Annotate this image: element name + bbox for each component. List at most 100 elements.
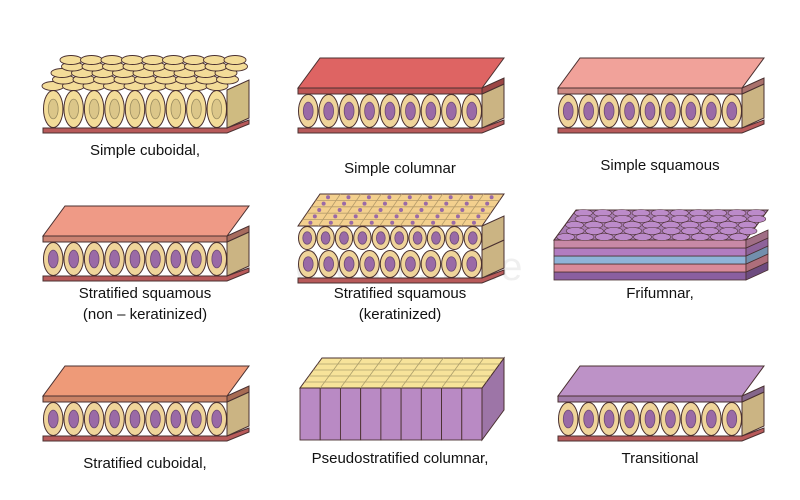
cell-row-nucleus: [665, 409, 676, 429]
apical-cell-top: [59, 55, 83, 65]
surface-nucleus: [382, 201, 387, 206]
column-cell: [339, 387, 362, 441]
tissue-illustration: [42, 365, 250, 442]
apical-cell-top: [141, 55, 165, 65]
apical-surface: [42, 365, 250, 397]
surface-nucleus: [387, 195, 392, 200]
cell-row-nucleus: [211, 98, 223, 120]
tissue-illustration: [297, 193, 505, 284]
surface-cell: [661, 227, 681, 235]
cell-row-nucleus: [109, 409, 120, 429]
grid-line: [421, 357, 444, 389]
surface-cell: [642, 227, 662, 235]
surface-nucleus: [342, 201, 347, 206]
surface-nucleus: [369, 220, 374, 225]
surface-cell: [594, 233, 614, 241]
cell-row-nucleus: [109, 249, 120, 269]
tissue-caption: Transitional: [530, 448, 790, 469]
cell-row-nucleus: [665, 101, 676, 121]
surface-nucleus: [346, 195, 351, 200]
tissue-layer: [553, 271, 747, 281]
cell-row-upper-nucleus: [394, 231, 405, 245]
tissue-illustration: [297, 57, 505, 134]
surface-nucleus: [444, 201, 449, 206]
cell-row-nucleus: [624, 101, 635, 121]
tissue-layer: [553, 239, 747, 249]
apical-edge: [557, 87, 743, 95]
cell-row-nucleus: [191, 98, 202, 120]
cell-row-nucleus: [68, 409, 79, 429]
surface-nucleus: [374, 214, 379, 219]
cell-row-nucleus: [150, 249, 161, 269]
cell-row-nucleus: [150, 98, 161, 120]
cell-row-nucleus: [211, 409, 223, 429]
cell-row-lower-nucleus: [446, 256, 457, 272]
cell-row-nucleus: [562, 101, 574, 121]
apical-cell-top: [223, 55, 247, 65]
apical-edge: [297, 87, 483, 95]
apical-surface: [42, 205, 250, 237]
surface-cell: [565, 227, 585, 235]
surface-nucleus: [480, 208, 485, 212]
cell-row-nucleus: [644, 101, 656, 121]
surface-nucleus: [485, 201, 490, 206]
cell-row-nucleus: [129, 249, 141, 269]
surface-nucleus: [471, 220, 476, 225]
surface-nucleus: [476, 214, 481, 219]
cell-row-nucleus: [603, 409, 615, 429]
surface-cell: [575, 233, 595, 241]
surface-nucleus: [464, 201, 469, 206]
cell-row-nucleus: [129, 98, 141, 120]
surface-cell: [652, 233, 672, 241]
grid-line: [399, 193, 423, 227]
surface-nucleus: [308, 220, 313, 225]
surface-cell: [623, 227, 643, 235]
grid-line: [379, 193, 403, 227]
surface-nucleus: [333, 214, 338, 219]
caption-line: Simple columnar: [344, 160, 456, 177]
tissue-illustration: [557, 365, 765, 442]
cell-row-upper-nucleus: [375, 231, 386, 245]
tissue-caption: Simple cuboidal,: [15, 140, 275, 161]
cell-row-nucleus: [685, 409, 697, 429]
cell-row-nucleus: [706, 101, 717, 121]
caption-line: Pseudostratified columnar,: [311, 450, 489, 467]
surface-cell: [604, 227, 623, 235]
apical-surface: [299, 357, 505, 389]
surface-nucleus: [415, 214, 420, 219]
tissue-panel-p1: Simple cuboidal,: [25, 32, 265, 159]
apical-surface: [557, 57, 765, 89]
surface-nucleus: [435, 214, 440, 219]
cell-row-nucleus: [384, 101, 396, 121]
apical-cell-top: [182, 55, 206, 65]
cell-row-upper-nucleus: [412, 231, 423, 245]
tissue-caption: Stratified squamous(non – keratinized): [15, 283, 275, 325]
apical-side: [226, 385, 250, 403]
cell-row-nucleus: [364, 101, 375, 121]
surface-nucleus: [460, 208, 465, 212]
cell-row-lower-nucleus: [343, 256, 355, 272]
surface-nucleus: [399, 208, 403, 212]
cell-row-nucleus: [624, 409, 635, 429]
surface-nucleus: [337, 208, 342, 212]
tissue-panel-p7: Stratified cuboidal,: [25, 340, 265, 472]
cell-row-nucleus: [47, 249, 59, 269]
surface-cell: [585, 227, 604, 235]
column-cell: [400, 387, 422, 441]
apical-edge: [42, 235, 228, 243]
surface-cell: [651, 215, 671, 223]
surface-nucleus: [378, 208, 383, 212]
cell-row-lower-nucleus: [466, 256, 478, 272]
cell-row-upper-nucleus: [431, 231, 441, 245]
tissue-caption: Stratified cuboidal,: [15, 453, 275, 474]
cell-row-nucleus: [191, 249, 202, 269]
tissue-layer: [553, 263, 747, 273]
surface-nucleus: [349, 220, 354, 225]
tissue-panel-p3: Simple squamous: [540, 32, 780, 174]
cell-row-nucleus: [562, 409, 574, 429]
cell-row-nucleus: [583, 101, 594, 121]
surface-nucleus: [317, 208, 322, 212]
apical-cell-top: [203, 55, 226, 65]
surface-cell: [593, 215, 613, 223]
